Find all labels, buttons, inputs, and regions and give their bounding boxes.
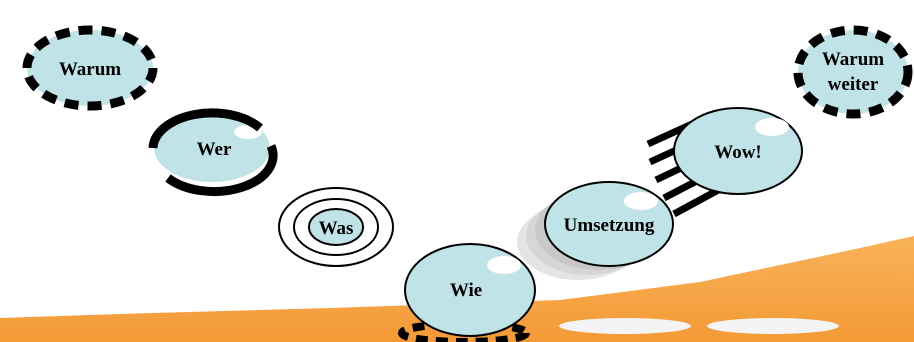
was-label: Was bbox=[319, 218, 354, 239]
node-wer: Wer bbox=[148, 108, 278, 196]
was-bubble bbox=[308, 208, 364, 246]
orange-band bbox=[0, 236, 914, 342]
band-highlight-right bbox=[707, 318, 839, 334]
wie-highlight bbox=[487, 256, 521, 274]
wer-arc-bottom bbox=[165, 144, 278, 196]
warum-bubble bbox=[22, 25, 158, 111]
umsetzung-highlight bbox=[624, 192, 658, 210]
wer-label: Wer bbox=[197, 139, 232, 160]
warum-label: Warum bbox=[59, 59, 121, 80]
warum-weiter-bubble bbox=[793, 25, 913, 119]
node-warum-weiter: Warum weiter bbox=[793, 25, 913, 119]
umsetzung-label: Umsetzung bbox=[564, 215, 655, 236]
wow-label: Wow! bbox=[714, 142, 762, 163]
wow-highlight bbox=[755, 118, 789, 136]
warum-weiter-label-line1: Warum bbox=[822, 49, 884, 70]
warum-weiter-label-line2: weiter bbox=[828, 74, 879, 95]
node-warum: Warum bbox=[22, 25, 158, 111]
node-wow: Wow! bbox=[646, 107, 803, 218]
node-wie: Wie bbox=[398, 243, 536, 342]
node-was: Was bbox=[278, 187, 394, 267]
band-highlight-left bbox=[559, 318, 691, 334]
node-umsetzung: Umsetzung bbox=[517, 181, 674, 280]
wie-label: Wie bbox=[450, 280, 482, 301]
wer-arc-top bbox=[148, 108, 263, 149]
